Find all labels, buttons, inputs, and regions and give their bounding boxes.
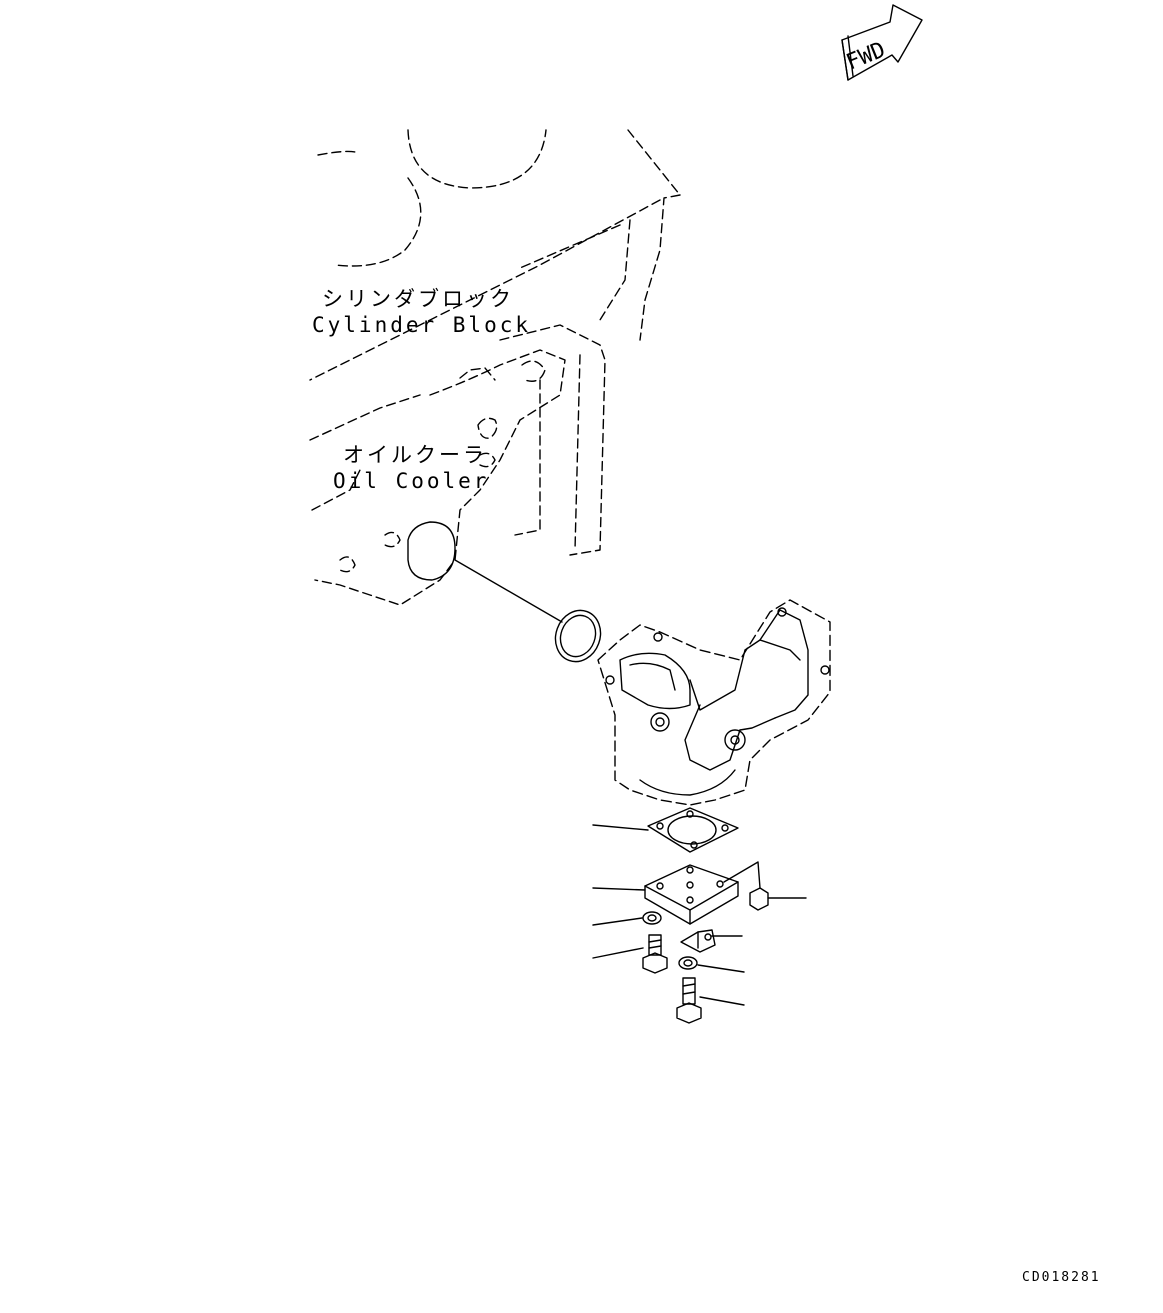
fwd-arrow-icon: FWD — [841, 4, 923, 81]
cylinder-block-outline — [309, 129, 681, 606]
oil-cooler-elbow — [597, 599, 831, 806]
cover-plate — [592, 861, 761, 925]
washer — [678, 956, 745, 973]
cylinder-block-label-jp: シリンダブロック — [322, 287, 514, 311]
bolt — [592, 934, 668, 974]
bolt — [676, 977, 745, 1024]
plug — [749, 887, 807, 911]
oil-cooler-label-en: Oil Cooler — [333, 469, 490, 493]
o-ring — [554, 609, 602, 663]
washer — [592, 911, 662, 926]
oil-cooler-label-jp: オイルクーラ — [343, 443, 487, 467]
bracket — [680, 929, 743, 953]
gasket — [592, 807, 739, 853]
cylinder-block-label-en: Cylinder Block — [312, 313, 532, 337]
o-ring-seat — [407, 521, 563, 623]
fwd-label: FWD — [843, 37, 889, 75]
document-id: CD018281 — [1022, 1270, 1101, 1285]
